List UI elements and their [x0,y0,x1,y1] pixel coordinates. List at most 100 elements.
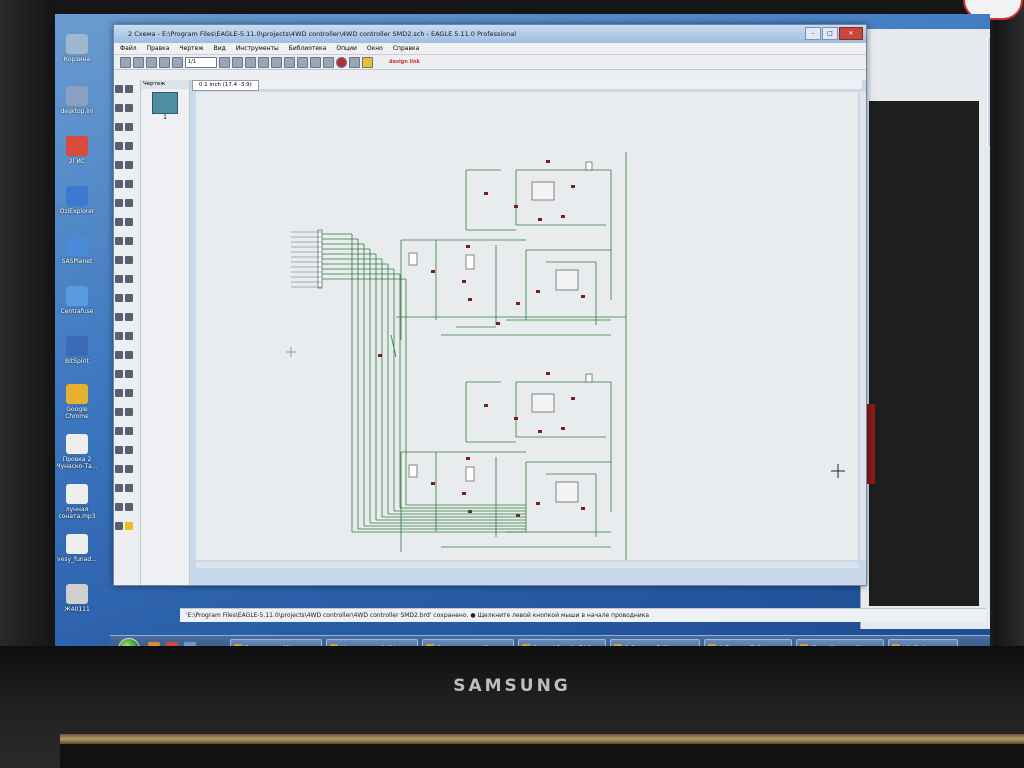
media-icon[interactable] [184,642,196,646]
background-window[interactable] [860,29,990,629]
tool-icon[interactable] [115,313,123,321]
tool-icon[interactable] [125,237,133,245]
help-icon[interactable] [362,56,373,68]
tool-icon[interactable] [115,180,123,188]
zoom-fit-icon[interactable] [245,56,256,68]
start-button[interactable] [118,638,140,646]
design-link-logo[interactable]: design link [389,59,420,65]
tool-icon[interactable] [125,465,133,473]
taskbar-button[interactable]: Control Panel - EAG... [518,639,606,646]
tool-icon[interactable] [125,123,133,131]
stop-icon[interactable] [336,56,347,68]
tool-icon[interactable] [115,522,123,530]
tool-icon[interactable] [115,484,123,492]
open-icon[interactable] [120,56,131,68]
tool-icon[interactable] [115,123,123,131]
desktop-icon[interactable]: Провка 2 Чунаско-Та... [55,434,99,470]
maximize-button[interactable]: □ [822,27,838,40]
zoom-select-icon[interactable] [297,56,308,68]
tool-icon[interactable] [125,313,133,321]
close-button[interactable]: ✕ [839,27,863,40]
vertical-scrollbar[interactable] [860,92,866,560]
zoom-in-icon[interactable] [258,56,269,68]
title-bar[interactable]: 2 Схема - E:\Program Files\EAGLE-5.11.0\… [114,25,866,43]
menu-window[interactable]: Окно [366,45,383,52]
tool-icon[interactable] [125,332,133,340]
tool-icon[interactable] [115,199,123,207]
taskbar-button[interactable]: Vledimir [888,639,958,646]
redraw-icon[interactable] [284,56,295,68]
menu-options[interactable]: Опции [336,45,357,52]
desktop-icon[interactable]: Centrafuse [55,286,99,315]
desktop-icon[interactable]: Google Chrome [55,384,99,420]
taskbar-button[interactable]: Входящие - Microso... [230,639,322,646]
tool-icon[interactable] [125,370,133,378]
tool-icon[interactable] [115,85,123,93]
script-icon[interactable] [219,56,230,68]
tool-icon[interactable] [125,142,133,150]
desktop-icon[interactable]: vesy_funad... [55,534,99,563]
save-icon[interactable] [133,56,144,68]
desktop-icon[interactable]: Корзина [55,34,99,63]
menu-file[interactable]: Файл [120,45,137,52]
tool-icon[interactable] [125,180,133,188]
tool-icon[interactable] [125,389,133,397]
tool-icon[interactable] [115,275,123,283]
zoom-out-icon[interactable] [271,56,282,68]
print-icon[interactable] [146,56,157,68]
tool-icon[interactable] [115,256,123,264]
tool-icon[interactable] [115,142,123,150]
undo-icon[interactable] [310,56,321,68]
menu-tools[interactable]: Инструменты [235,45,279,52]
tool-icon[interactable] [125,503,133,511]
tool-icon[interactable] [115,427,123,435]
tool-icon[interactable] [125,294,133,302]
explorer-icon[interactable] [148,642,160,646]
browser-icon[interactable] [166,642,178,646]
taskbar-button[interactable]: Ответ в теме: Юмо... [422,639,514,646]
go-icon[interactable] [349,56,360,68]
minimize-button[interactable]: – [805,27,821,40]
tool-icon[interactable] [115,465,123,473]
taskbar-button[interactable]: 2 Схема - E:\Progra... [610,639,700,646]
tool-icon[interactable] [115,161,123,169]
tool-icon[interactable] [125,218,133,226]
horizontal-scrollbar[interactable] [196,562,858,568]
sheet-tab[interactable]: Чертеж [141,80,189,89]
desktop-icon[interactable]: SASPlanet [55,236,99,265]
taskbar-button[interactable]: 1 Плата - E:\Progra... [704,639,792,646]
desktop-icon[interactable]: Ж40111 [55,584,99,613]
tool-icon[interactable] [115,408,123,416]
tool-icon[interactable] [115,370,123,378]
tool-icon[interactable] [115,351,123,359]
sheet-thumbnail[interactable] [152,92,178,114]
desktop-icon[interactable]: BitSpirit [55,336,99,365]
eagle-window[interactable]: 2 Схема - E:\Program Files\EAGLE-5.11.0\… [113,24,867,586]
tool-icon[interactable] [125,427,133,435]
desktop-icon[interactable]: OziExplorer [55,186,99,215]
tool-icon[interactable] [125,85,133,93]
desktop-icon[interactable]: 2ГИС [55,136,99,165]
tool-icon[interactable] [115,294,123,302]
schematic-canvas[interactable] [196,92,858,560]
menu-library[interactable]: Библиотека [288,45,327,52]
board-icon[interactable] [172,56,183,68]
taskbar-button[interactable]: Напоминаний: 34 [326,639,418,646]
tool-icon[interactable] [115,503,123,511]
tool-icon[interactable] [115,332,123,340]
tool-icon[interactable] [125,446,133,454]
tool-icon[interactable] [115,237,123,245]
tool-icon[interactable] [115,104,123,112]
tool-icon[interactable] [125,199,133,207]
tool-icon[interactable] [125,104,133,112]
ulp-icon[interactable] [232,56,243,68]
menu-edit[interactable]: Правка [146,45,170,52]
tool-icon[interactable] [115,389,123,397]
desktop-icon[interactable]: лунная соната.mp3 [55,484,99,520]
tool-icon[interactable] [115,218,123,226]
tool-icon[interactable] [125,484,133,492]
cam-icon[interactable] [159,56,170,68]
desktop-icon[interactable]: desktop.ini [55,86,99,115]
tool-icon[interactable] [115,446,123,454]
menu-help[interactable]: Справка [392,45,420,52]
